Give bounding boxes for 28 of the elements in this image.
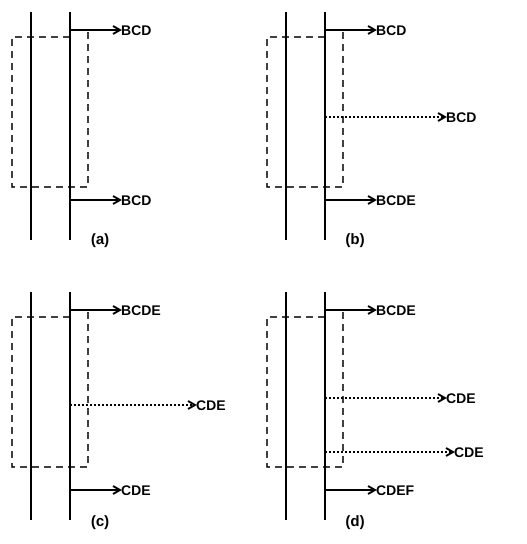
output-label: CDE <box>454 444 484 460</box>
output-label: CDE <box>121 482 151 498</box>
panel-caption: (c) <box>90 513 110 531</box>
output-label: BCD <box>446 109 476 125</box>
arrow <box>325 305 376 315</box>
arrow <box>70 485 121 495</box>
arrow <box>70 25 121 35</box>
output-label: CDE <box>196 397 226 413</box>
arrow <box>325 485 376 495</box>
output-label: BCDE <box>121 302 161 318</box>
arrow <box>325 112 446 122</box>
output-label: BCDE <box>376 192 416 208</box>
panel-caption: (d) <box>345 513 365 531</box>
arrow <box>325 393 446 403</box>
panel-caption: (a) <box>90 231 110 249</box>
output-label: BCD <box>121 192 152 208</box>
panel-caption: (b) <box>345 231 365 249</box>
output-label: BCDE <box>376 302 416 318</box>
arrow <box>325 25 376 35</box>
output-label: BCD <box>121 22 152 38</box>
output-label: CDE <box>446 390 476 406</box>
arrow <box>70 400 196 410</box>
output-label: CDEF <box>376 482 414 498</box>
arrow <box>325 447 454 457</box>
arrow <box>70 195 121 205</box>
output-label: BCD <box>376 22 406 38</box>
arrow <box>70 305 121 315</box>
arrow <box>325 195 376 205</box>
